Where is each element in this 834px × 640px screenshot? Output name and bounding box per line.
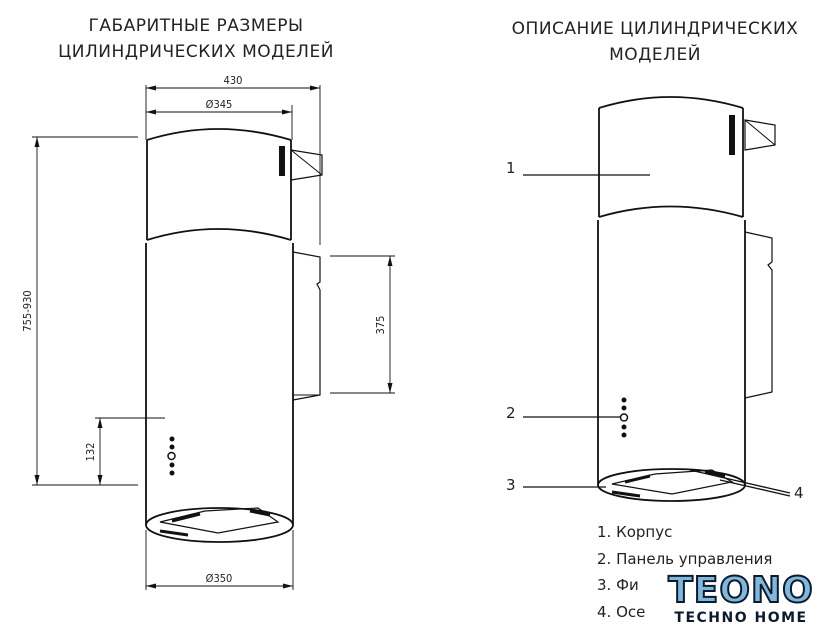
legend-item: 4. Осе — [597, 602, 646, 621]
left-title-line1: ГАБАРИТНЫЕ РАЗМЕРЫ — [88, 16, 303, 36]
dimension-lines — [32, 85, 395, 590]
callout-1: 1 — [506, 159, 516, 177]
left-hood-drawing — [145, 128, 323, 543]
callout-2: 2 — [506, 404, 516, 422]
callout-4: 4 — [794, 484, 804, 502]
control-panel-dots — [169, 436, 175, 476]
legend-item: 1. Корпус — [597, 523, 673, 541]
right-hood-drawing — [523, 96, 791, 502]
dim-panel-height: 132 — [84, 443, 97, 462]
logo-main: TEONO — [667, 570, 814, 611]
dim-width-total: 430 — [224, 74, 243, 87]
dim-diameter-top: Ø345 — [206, 98, 233, 111]
teono-logo: TEONO TECHNO HOME — [655, 570, 827, 628]
dim-height-range: 755-930 — [21, 290, 34, 331]
right-title-line1: ОПИСАНИЕ ЦИЛИНДРИЧЕСКИХ — [512, 19, 799, 39]
callout-3: 3 — [506, 476, 516, 494]
dimension-arrows — [34, 85, 393, 589]
legend-item: 3. Фи — [597, 576, 639, 594]
parts-legend: 1. Корпус 2. Панель управления 3. Фи 4. … — [597, 519, 772, 625]
dim-bracket-height: 375 — [374, 316, 387, 335]
dim-diameter-bottom: Ø350 — [206, 572, 233, 585]
left-title-line2: ЦИЛИНДРИЧЕСКИХ МОДЕЛЕЙ — [58, 40, 334, 62]
logo-sub: TECHNO HOME — [674, 610, 808, 626]
right-title-line2: МОДЕЛЕЙ — [609, 43, 701, 65]
legend-item: 2. Панель управления — [597, 549, 773, 568]
